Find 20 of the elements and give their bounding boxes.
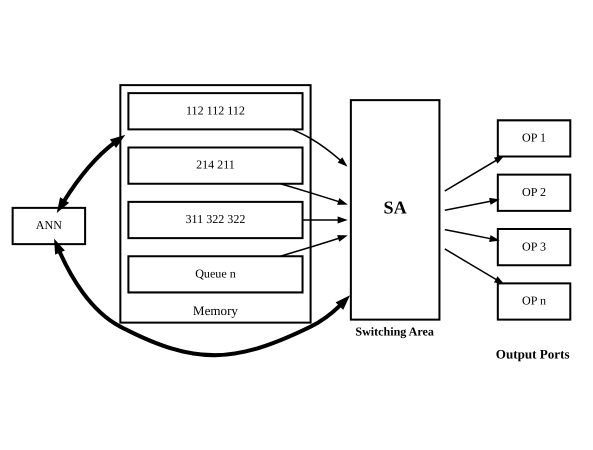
node-label: Switching Area (355, 324, 434, 338)
node-box: 112 112 112 (127, 92, 304, 130)
arrow (444, 228, 500, 242)
arrow (444, 248, 504, 284)
arrow (54, 238, 350, 357)
node-box: OP 2 (496, 173, 572, 212)
node-box: OP n (496, 282, 572, 320)
label: Output Ports (496, 346, 570, 361)
node-box: 214 211 (127, 146, 304, 184)
arrow (444, 154, 504, 192)
arrow (292, 128, 348, 166)
node-box: OP 3 (496, 228, 572, 266)
arrow (302, 216, 348, 223)
node-box: OP 1 (496, 118, 572, 158)
arrow (444, 197, 500, 211)
node-box: ANN (12, 206, 86, 245)
node-box: 311 322 322 (127, 200, 304, 239)
node-box: Queue n (127, 254, 304, 293)
node-box: SA (350, 98, 440, 320)
arrow (56, 134, 126, 212)
